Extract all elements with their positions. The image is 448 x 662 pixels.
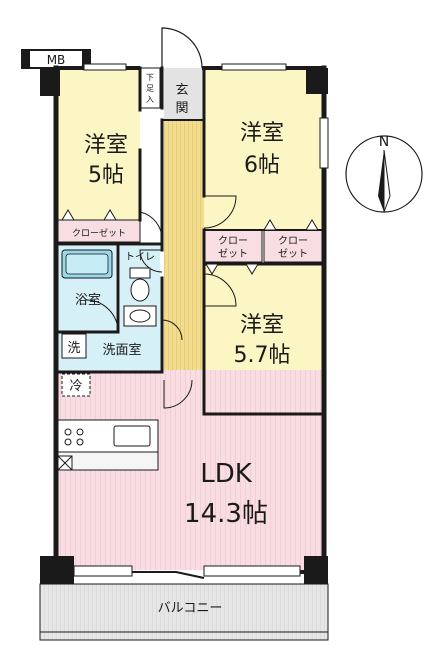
western-room-5 [58,68,140,220]
wash-basin [123,305,157,327]
toilet-label: トイレ [125,252,155,263]
western-57-name: 洋室 [240,313,284,338]
shoe-label-2: 足 [146,84,154,93]
western-room-6 [204,68,322,230]
mb-label: MB [47,53,66,67]
washroom-label: 洗面室 [102,342,141,358]
north-arrow-icon [378,150,384,212]
corridor [164,120,204,370]
entrance-label-1: 玄 [175,83,188,98]
closet-mid-label-2: ゼット [218,248,248,260]
shoe-label-1: 下 [146,73,154,82]
entrance-area [164,68,204,120]
western-57-size: 5.7帖 [234,343,291,368]
closet-left-label: クローゼット [72,227,126,239]
toilet-fixture [129,267,151,302]
balcony-label: バルコニー [158,601,223,616]
western-6-size: 6帖 [244,153,280,178]
western-6-name: 洋室 [240,121,284,146]
balcony [39,583,329,641]
ldk-name: LDK [200,459,253,489]
entrance-door [161,27,203,69]
western-5-name: 洋室 [84,133,128,158]
fridge-space [61,373,91,397]
entrance-label-2: 関 [175,101,188,116]
compass-north-label: N [379,134,389,150]
ldk-size: 14.3帖 [184,499,268,529]
washer-space [61,333,87,359]
fridge-label: 冷 [69,379,82,394]
washer-label: 洗 [67,341,80,356]
closet-right-label-2: ゼット [278,248,308,260]
closet-right-label-1: クロー [278,235,308,247]
western-5-size: 5帖 [88,163,124,188]
closet-mid-label-1: クロー [218,235,248,247]
compass [345,135,423,213]
kitchen-counter [57,419,159,471]
shoe-label-3: 入 [146,95,154,104]
bath-label: 浴室 [75,292,101,308]
